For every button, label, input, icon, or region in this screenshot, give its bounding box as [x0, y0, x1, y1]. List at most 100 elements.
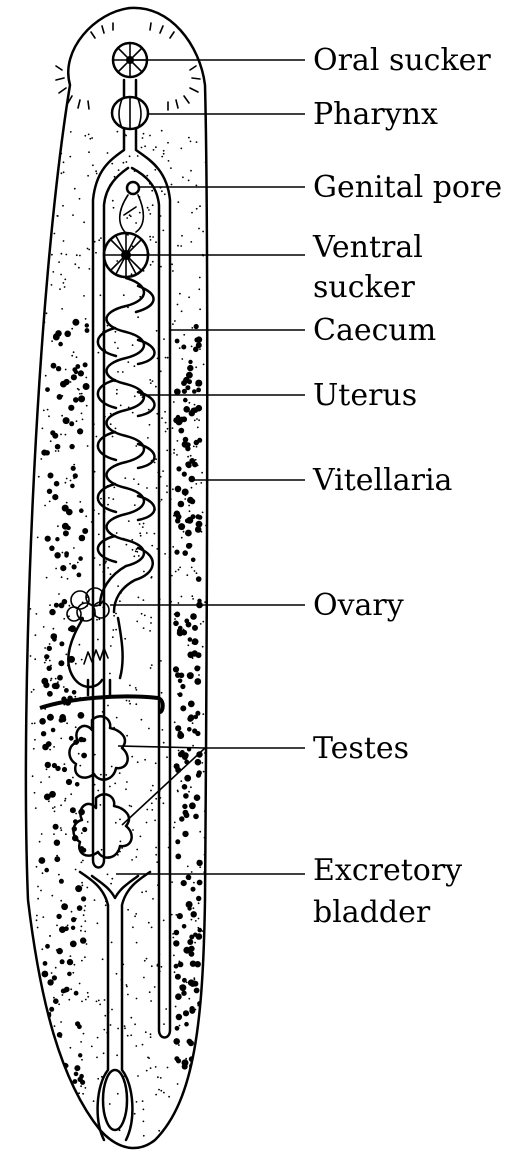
stipple-dot [100, 498, 102, 500]
stipple-dot [78, 753, 80, 755]
stipple-dot [204, 752, 206, 754]
stipple-dot [42, 290, 44, 292]
stipple-dot [35, 634, 37, 636]
stipple-dot [62, 994, 64, 996]
stipple-dot [204, 967, 206, 969]
stipple-dot [65, 482, 67, 484]
stipple-dot [137, 155, 139, 157]
vitellaria-dot [55, 537, 59, 541]
stipple-dot [198, 228, 200, 230]
stipple-dot [129, 685, 131, 687]
stipple-dot [100, 237, 102, 239]
vitellaria-dot [195, 711, 200, 716]
stipple-dot [56, 215, 58, 217]
vitellaria-dot [70, 484, 75, 489]
vitellaria-dot [177, 913, 183, 919]
vitellaria-dot [192, 638, 199, 645]
vitellaria-dot [196, 521, 203, 528]
stipple-dot [67, 1107, 69, 1109]
stipple-dot [148, 209, 150, 211]
stipple-dot [112, 436, 114, 438]
vitellaria-dot [82, 827, 87, 832]
stipple-dot [194, 420, 196, 422]
stipple-dot [143, 977, 145, 979]
stipple-dot [140, 535, 142, 537]
stipple-dot [154, 533, 156, 535]
stipple-dot [85, 515, 87, 517]
stipple-dot [112, 498, 114, 500]
stipple-dot [108, 497, 110, 499]
stipple-dot [117, 371, 119, 373]
stipple-dot [172, 427, 174, 429]
vitellaria-dot [54, 603, 59, 608]
stipple-dot [204, 837, 206, 839]
stipple-dot [72, 972, 74, 974]
vitellaria-dot [189, 410, 195, 416]
stipple-dot [59, 136, 61, 138]
stipple-dot [65, 654, 67, 656]
stipple-dot [204, 1099, 206, 1101]
vitellaria-dot [47, 646, 52, 651]
stipple-dot [87, 992, 89, 994]
stipple-dot [56, 925, 58, 927]
vitellaria-dot [45, 944, 50, 949]
stipple-dot [36, 866, 38, 868]
vitellaria-dot [195, 961, 201, 967]
stipple-dot [152, 785, 154, 787]
stipple-dot [203, 871, 205, 873]
label-vitellaria: Vitellaria [312, 463, 453, 498]
stipple-dot [85, 318, 87, 320]
stipple-dot [89, 268, 91, 270]
excretory-bladder [80, 872, 150, 1140]
stipple-dot [190, 241, 192, 243]
stipple-dot [171, 881, 173, 883]
stipple-dot [112, 200, 114, 202]
stipple-dot [141, 891, 143, 893]
stipple-dot [161, 966, 163, 968]
stipple-dot [190, 786, 192, 788]
vitellaria-dot [46, 741, 52, 747]
stipple-dot [196, 418, 198, 420]
stipple-dot [53, 997, 55, 999]
stipple-dot [36, 919, 38, 921]
stipple-dot [65, 369, 67, 371]
stipple-dot [62, 205, 64, 207]
vitellaria-dot [185, 530, 192, 537]
stipple-dot [141, 719, 143, 721]
stipple-dot [42, 916, 44, 918]
stipple-dot [172, 937, 174, 939]
vitellaria-dot [77, 573, 82, 578]
vitellaria-dot [70, 807, 76, 813]
vitellaria-dot [74, 1065, 80, 1071]
stipple-dot [96, 1001, 98, 1003]
stipple-dot [160, 660, 162, 662]
vitellaria-dot [80, 937, 86, 943]
stipple-dot [132, 344, 134, 346]
vitellaria-dot [85, 328, 90, 333]
stipple-dot [163, 802, 165, 804]
stipple-dot [58, 593, 60, 595]
vitellaria-dot [60, 565, 66, 571]
stipple-dot [182, 176, 184, 178]
stipple-dot [146, 822, 148, 824]
stipple-dot [177, 791, 179, 793]
vitellaria-dot [67, 510, 72, 515]
stipple-dot [160, 1090, 162, 1092]
stipple-dot [109, 786, 111, 788]
vitellaria-dot [175, 672, 181, 678]
stipple-dot [140, 836, 142, 838]
vitellaria-dot [78, 1053, 82, 1057]
vitellaria-dot [57, 394, 63, 400]
stipple-dot [71, 328, 73, 330]
stipple-dot [165, 1008, 167, 1010]
stipple-dot [107, 504, 109, 506]
vitellaria-dot [186, 622, 192, 628]
vitellaria-dot [192, 625, 198, 631]
stipple-dot [132, 412, 134, 414]
stipple-dot [142, 1044, 144, 1046]
stipple-dot [100, 774, 102, 776]
vitellaria-dot [59, 718, 64, 723]
vitellaria-dot [191, 558, 196, 563]
stipple-dot [72, 214, 74, 216]
stipple-dot [127, 994, 129, 996]
